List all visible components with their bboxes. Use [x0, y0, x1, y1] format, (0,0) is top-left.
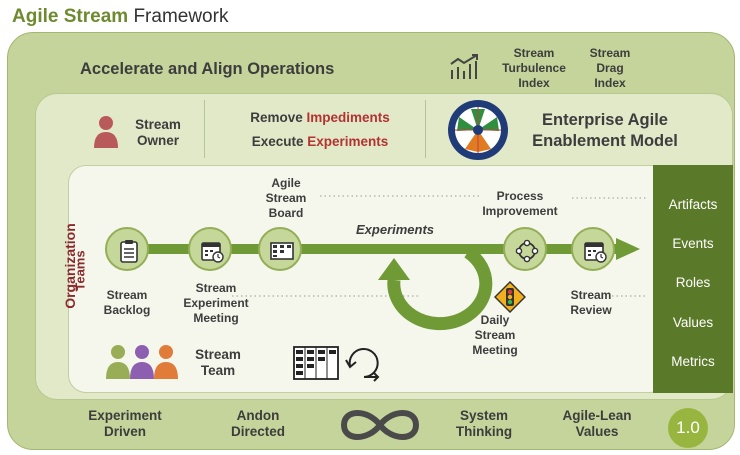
team-icon: [106, 345, 178, 379]
sidebar-item-roles[interactable]: Roles: [675, 275, 711, 290]
cycle-icon: [515, 239, 539, 263]
sidebar-item-artifacts[interactable]: Artifacts: [668, 197, 718, 212]
traffic-light-icon: [494, 281, 526, 313]
backlog-node[interactable]: [105, 227, 149, 271]
person-icon: [94, 116, 118, 148]
version-badge: 1.0: [668, 408, 708, 448]
calendar-icon: [201, 242, 224, 263]
stream-review-node[interactable]: [571, 227, 615, 271]
process-improvement-node[interactable]: [503, 227, 547, 271]
target-wheel-icon: [448, 100, 508, 160]
board-icon: [293, 346, 339, 380]
infinity-icon: [340, 410, 420, 440]
title-bold: Agile Stream: [12, 6, 129, 27]
title-rest: Framework: [133, 6, 229, 27]
chart-icon: [450, 54, 478, 79]
execute-experiments-label: Execute Experiments: [251, 134, 389, 149]
experiments-label: Experiments: [356, 222, 435, 237]
flow-arrow-head: [616, 238, 640, 260]
calendar-icon: [584, 242, 607, 263]
headline: Accelerate and Align Operations: [80, 60, 335, 78]
cycle-icon: [345, 348, 380, 382]
remove-impediments-label: Remove Impediments: [250, 110, 390, 125]
clipboard-icon: [120, 240, 138, 263]
sidebar-item-events[interactable]: Events: [672, 236, 714, 251]
flow-arrow-shaft: [120, 244, 620, 254]
sidebar-item-metrics[interactable]: Metrics: [671, 354, 715, 369]
sidebar-panel: [653, 165, 733, 393]
board-icon: [270, 242, 294, 260]
page-title: Agile Stream Framework: [12, 6, 228, 28]
experiment-meeting-node[interactable]: [188, 227, 232, 271]
experiment-loop-arrow: [378, 246, 493, 331]
divider-right: [425, 100, 426, 158]
agile-board-node[interactable]: [258, 227, 302, 271]
sidebar-item-values[interactable]: Values: [672, 315, 714, 330]
divider-left: [204, 100, 205, 158]
